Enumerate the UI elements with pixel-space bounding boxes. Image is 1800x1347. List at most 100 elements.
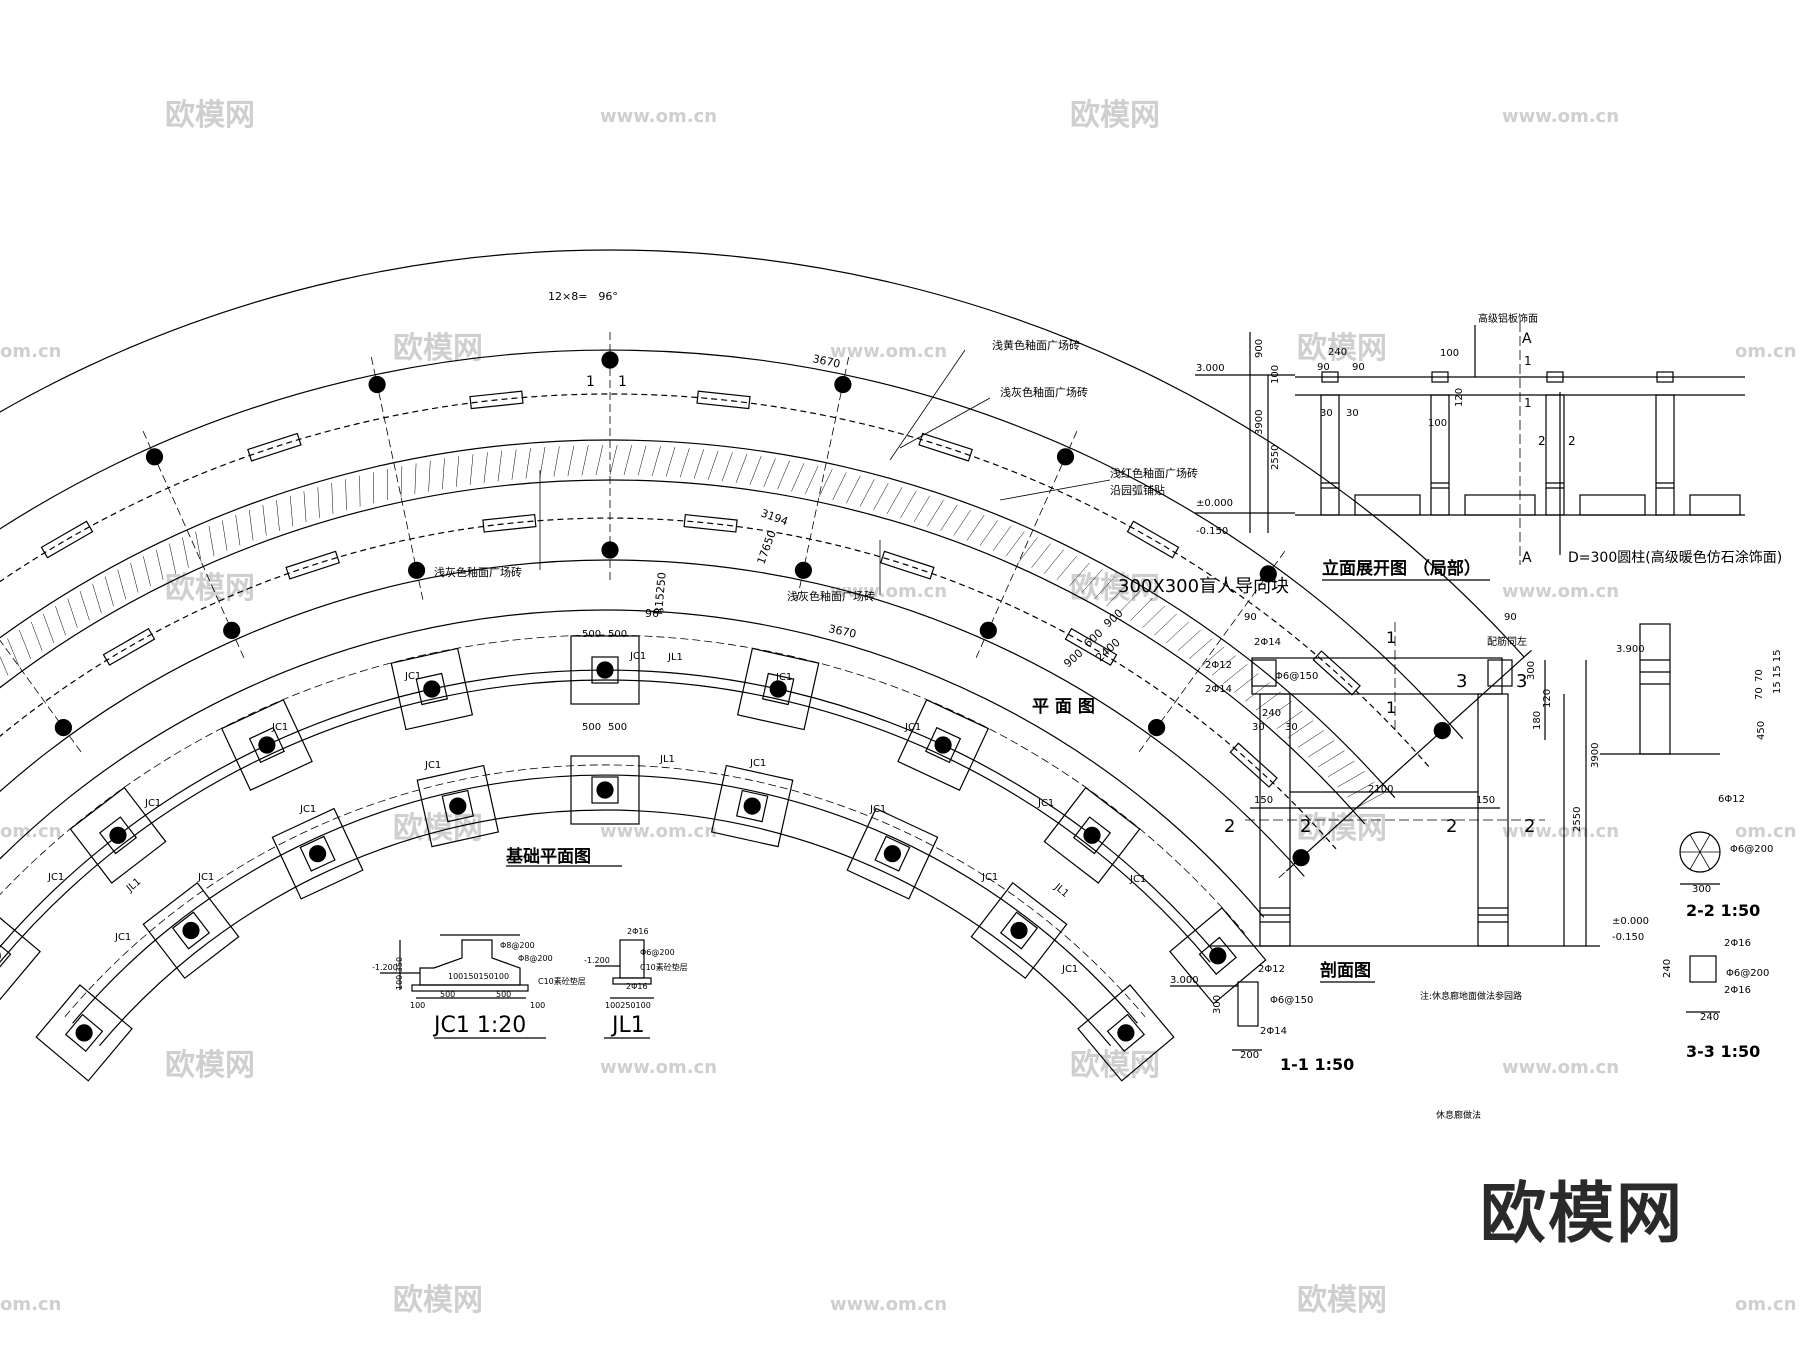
- plan-paving-tile: [1126, 520, 1180, 559]
- plan-hatch: [7, 638, 20, 667]
- plan-hatch: [511, 449, 517, 480]
- elevation-text: 高级铝板饰面 3.000 ±0.000 -0.150 900 100 3900 …: [1196, 312, 1782, 579]
- plan-hatch: [156, 549, 164, 580]
- jl1-blinding: [612, 977, 652, 985]
- sect-dim-90: 90: [1504, 612, 1517, 623]
- sect-cut-1: 1: [1386, 698, 1396, 717]
- sect-cut-1: 1: [1386, 628, 1396, 647]
- elev-beam-cap: [1656, 371, 1674, 383]
- foundation-column: [449, 797, 467, 815]
- jl1-tag: JL1: [659, 754, 675, 765]
- foundation-footing: [0, 907, 41, 1005]
- plan-paving-tile: [879, 550, 935, 580]
- plan-hatch: [248, 509, 254, 541]
- plan-hatch: [1130, 598, 1153, 621]
- elev-dim-100b: 100: [1440, 348, 1459, 359]
- plan-hatch: [539, 446, 546, 478]
- plan-hatch: [553, 446, 560, 477]
- jl1-elev: -1.200: [584, 956, 610, 965]
- foundation-footing: [390, 647, 474, 731]
- foundation-beam-line: [98, 809, 1112, 1047]
- label-finish: 高级铝板饰面: [1478, 312, 1538, 325]
- brand-logo: 欧模网: [1480, 1175, 1684, 1252]
- dim-96-mid: 96°: [645, 607, 665, 620]
- dim-3194: 3194: [759, 507, 790, 529]
- foundation-column: [109, 826, 127, 844]
- d11-dim-200: 200: [1240, 1050, 1259, 1061]
- plan-axis: [975, 429, 1079, 658]
- plan-paving-tile: [1064, 627, 1118, 666]
- foundation-pedestal: [1198, 936, 1237, 975]
- plan-hatch: [1005, 531, 1025, 557]
- foundation-dim-arc: [0, 609, 1265, 918]
- foundation-pedestal: [874, 835, 911, 872]
- section-mark-1-left: 1: [586, 374, 595, 390]
- sect-cut-2: 2: [1300, 816, 1311, 837]
- dim-r15250: R15250: [652, 572, 669, 616]
- plan-hatch: [735, 454, 748, 483]
- foundation-column: [1010, 921, 1028, 940]
- watermark-url: www.om.cn: [830, 341, 947, 362]
- jc1-tag: JC1: [775, 672, 792, 683]
- foundation-beam-line: [0, 679, 1211, 963]
- elev-dim-90a: 90: [1317, 362, 1330, 373]
- jl1-tag: JL1: [1051, 881, 1070, 900]
- foundation-pedestal: [441, 789, 475, 823]
- cut-2: 2: [1568, 434, 1576, 448]
- plan-hatch: [804, 465, 819, 495]
- plan-hatch: [1094, 576, 1116, 600]
- title-3-3: 3-3 1:50: [1686, 1042, 1760, 1061]
- watermark-text: 欧模网: [165, 571, 255, 606]
- elev-dim-900: 900: [1254, 339, 1265, 358]
- watermark-text: 欧模网: [165, 1048, 255, 1083]
- title-plan: 平 面 图: [1032, 697, 1095, 717]
- watermark-text: 欧模网: [1297, 1283, 1387, 1318]
- watermark-url: www.om.cn: [1502, 106, 1619, 127]
- plan-hatch: [276, 500, 280, 531]
- dim-3670-mid: 3670: [827, 622, 857, 641]
- dim-500: 500: [608, 722, 627, 733]
- section-mark-1-right: 1: [618, 374, 627, 390]
- elev-0000: ±0.000: [1196, 498, 1233, 509]
- plan-hatch: [567, 445, 575, 476]
- jc1-tag: JC1: [424, 760, 441, 771]
- jc1-tag: JC1: [271, 722, 288, 733]
- plan-hatch: [1287, 720, 1314, 739]
- plan-hatch: [721, 452, 733, 482]
- jc1-tag: JC1: [114, 932, 131, 943]
- plan-hatch: [1031, 543, 1051, 568]
- plan-hatch: [1266, 701, 1292, 720]
- plan-hatch: [1177, 629, 1201, 651]
- foundation-pedestal: [64, 1013, 104, 1053]
- plan-hatch: [497, 450, 503, 482]
- plan-paving-tile: [1229, 742, 1278, 788]
- plan-hatch: [749, 456, 762, 485]
- jc1-rebar: Φ8@200: [500, 941, 535, 950]
- plan-paving-tile: [696, 390, 751, 410]
- foundation-beam-line: [72, 774, 1138, 1024]
- plan-paving-tile: [285, 550, 341, 580]
- plan-hatch: [400, 466, 403, 498]
- plan-hatch: [1200, 646, 1225, 668]
- d33-dim-240a: 240: [1662, 959, 1673, 978]
- bottom-note: 休息廊做法: [1436, 1109, 1481, 1121]
- jc1-dim-100a: 100: [410, 1001, 425, 1010]
- plan-hatch: [1297, 730, 1324, 748]
- watermark-layer: 欧模网欧模网欧模网欧模网欧模网欧模网欧模网欧模网欧模网欧模网欧模网欧模网www.…: [0, 98, 1796, 1318]
- plan-hatch: [913, 495, 931, 523]
- sect-dim-2100: 2100: [1368, 784, 1393, 795]
- jc1-section-outline: [419, 939, 521, 986]
- elev-column: [1545, 394, 1565, 516]
- title-elevation: 立面展开图 （局部）: [1322, 558, 1481, 579]
- plan-hatch: [1018, 537, 1038, 563]
- sect-elev-3900: 3.900: [1616, 644, 1645, 655]
- watermark-text: 欧模网: [1070, 1048, 1160, 1083]
- elev-beam-cap: [1321, 371, 1339, 383]
- cut-a-top: A: [1522, 331, 1532, 347]
- plan-hatch: [455, 456, 460, 487]
- elev-dim-2550: 2550: [1270, 445, 1281, 470]
- section-note: 注:休息廊地面做法参园路: [1420, 990, 1522, 1002]
- cut-2: 2: [1538, 434, 1546, 448]
- jl1-note: C10素砼垫层: [640, 962, 688, 972]
